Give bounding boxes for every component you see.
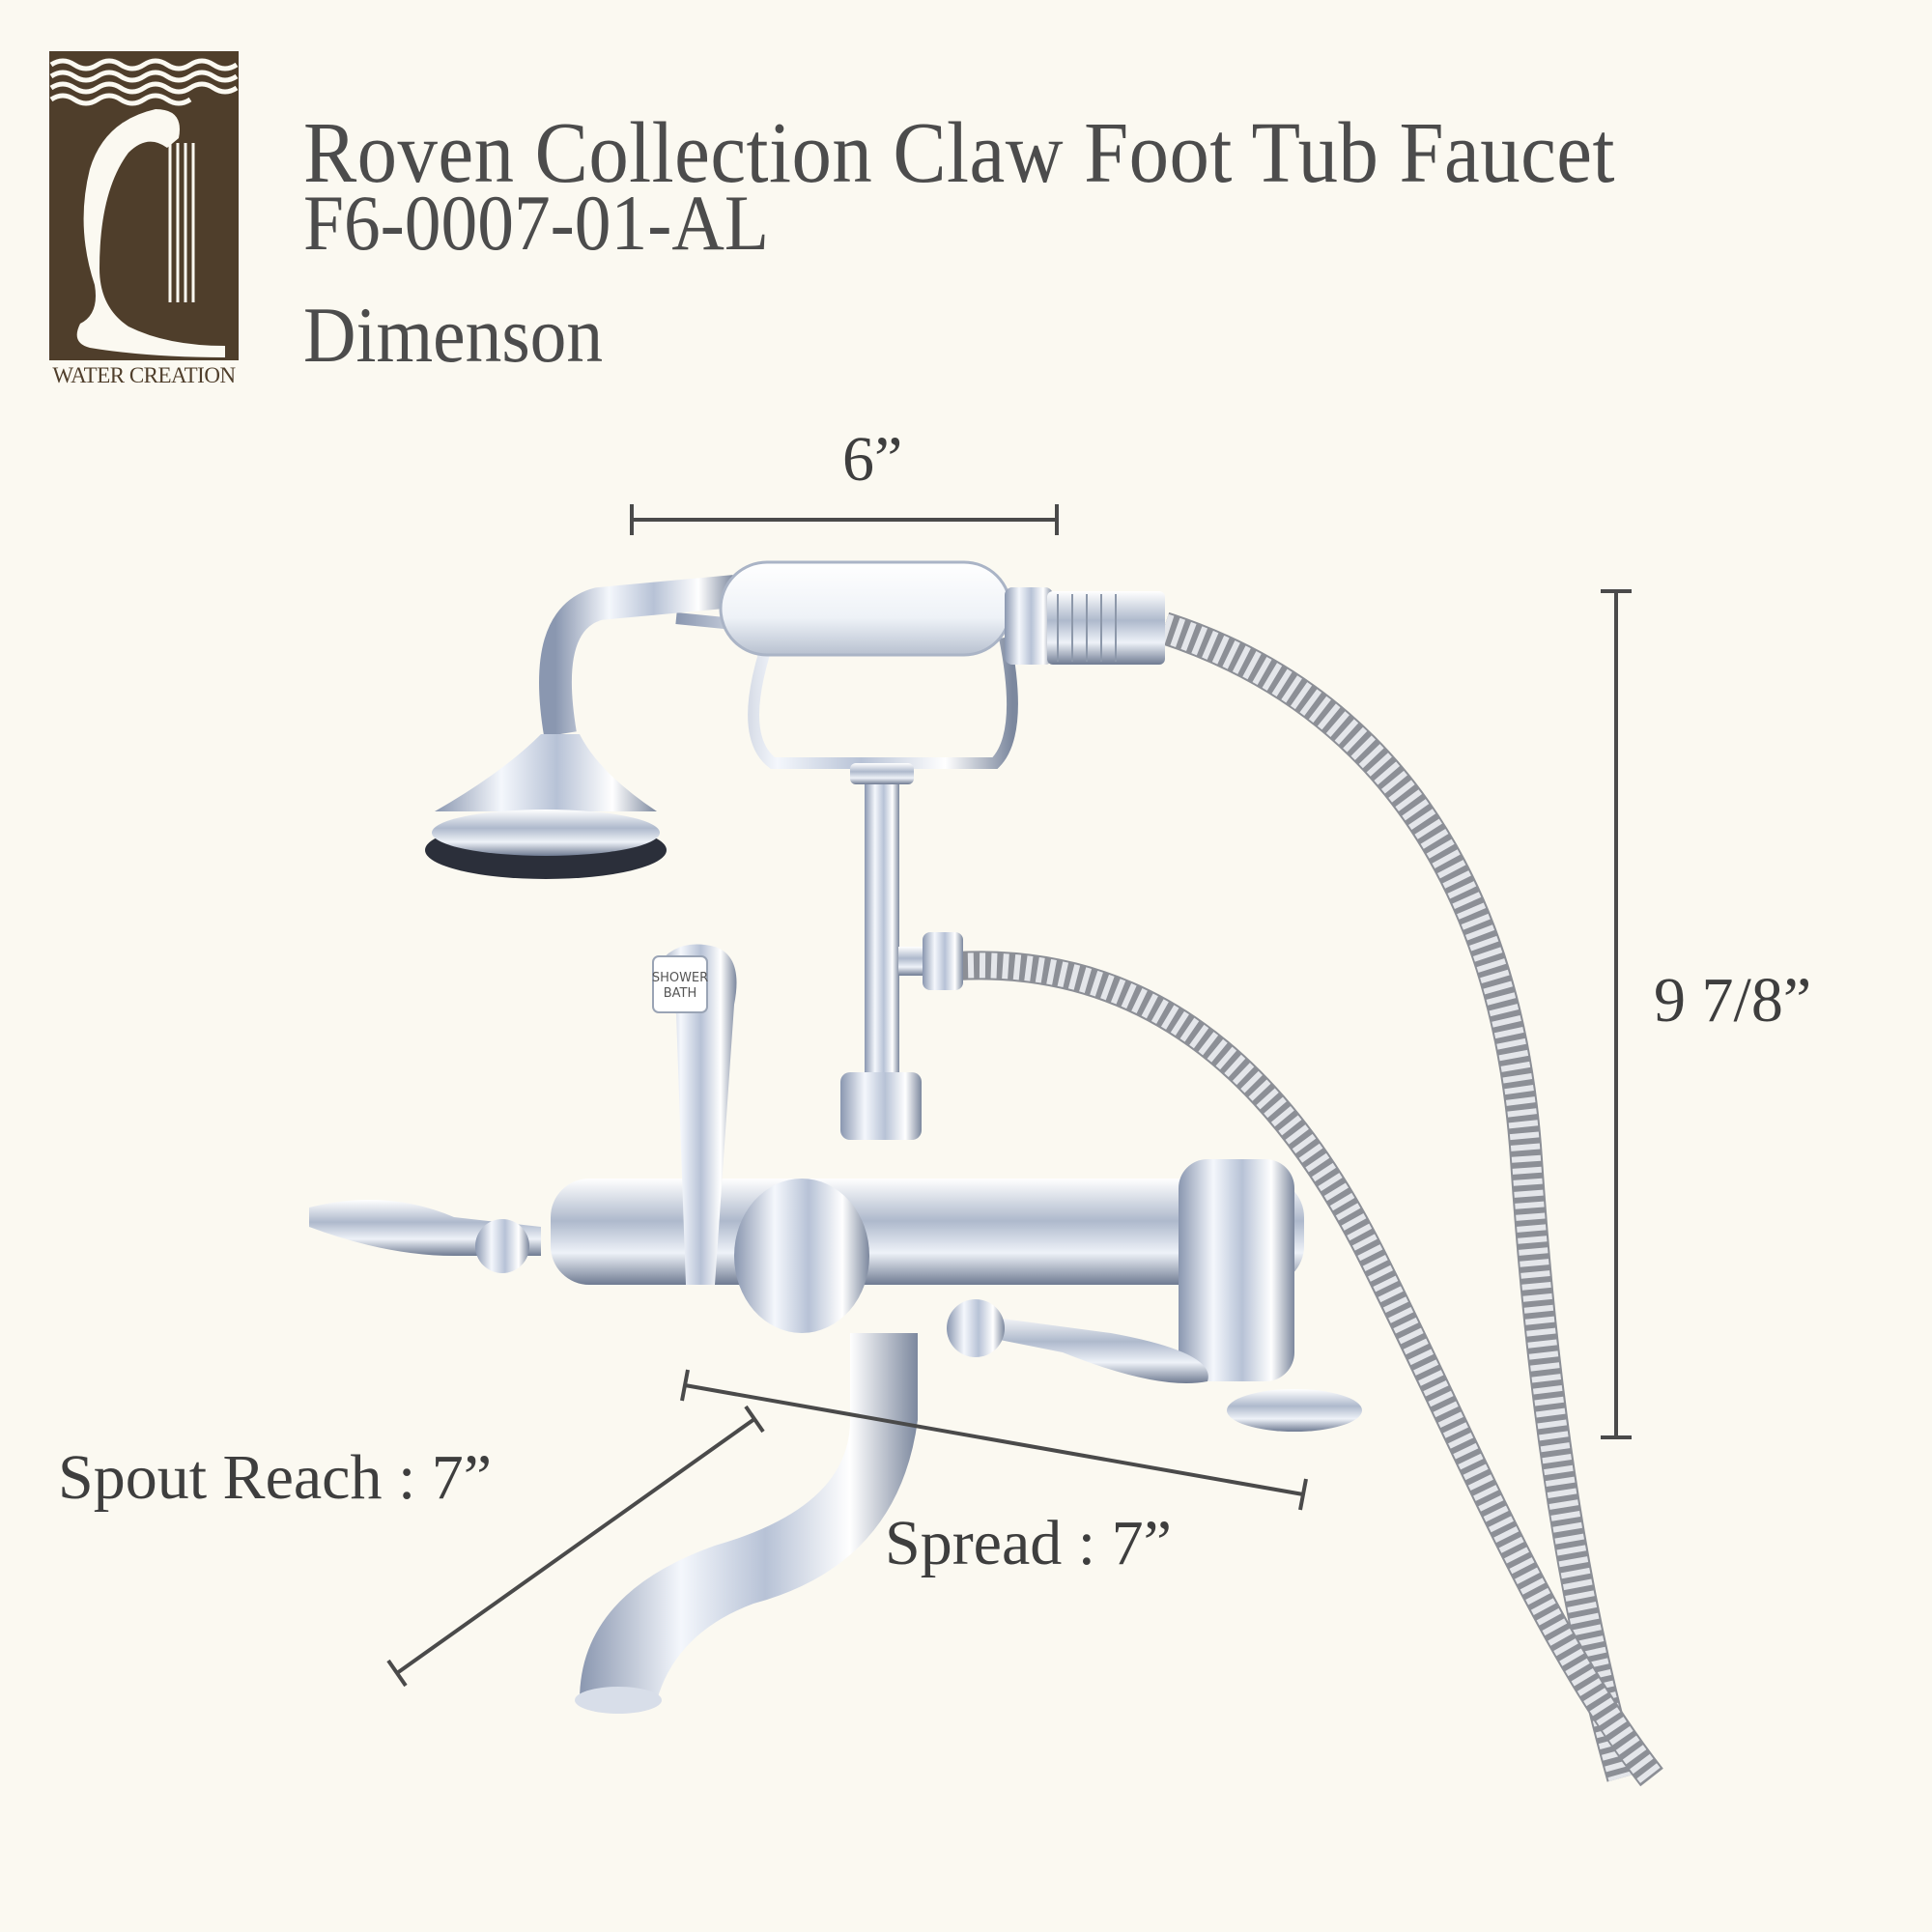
handshower-cradle bbox=[675, 612, 1018, 1140]
shower-hose bbox=[955, 611, 1663, 1787]
spread-label: Spread : 7” bbox=[885, 1508, 1172, 1578]
brand-logo bbox=[49, 51, 239, 360]
spout-reach-dimension-line bbox=[386, 1405, 765, 1688]
handshower-width-label: 6” bbox=[842, 424, 903, 495]
model-number: F6-0007-01-AL bbox=[303, 179, 769, 267]
height-label: 9 7/8” bbox=[1654, 965, 1812, 1036]
page-title: Roven Collection Claw Foot Tub Faucet bbox=[303, 105, 1615, 202]
handshower bbox=[425, 560, 1165, 879]
brand-name: WATER CREATION bbox=[52, 363, 236, 387]
tub-spout bbox=[580, 1333, 918, 1700]
spout-reach-label: Spout Reach : 7” bbox=[58, 1442, 493, 1513]
harp-figure-icon bbox=[49, 58, 239, 357]
cold-lever-handle bbox=[966, 1314, 1208, 1383]
width-dimension-line bbox=[630, 504, 1059, 535]
section-subtitle: Dimenson bbox=[303, 291, 604, 379]
height-dimension-line bbox=[1601, 589, 1632, 1439]
diverter-lever bbox=[657, 944, 737, 1285]
spread-dimension-line bbox=[680, 1369, 1308, 1511]
